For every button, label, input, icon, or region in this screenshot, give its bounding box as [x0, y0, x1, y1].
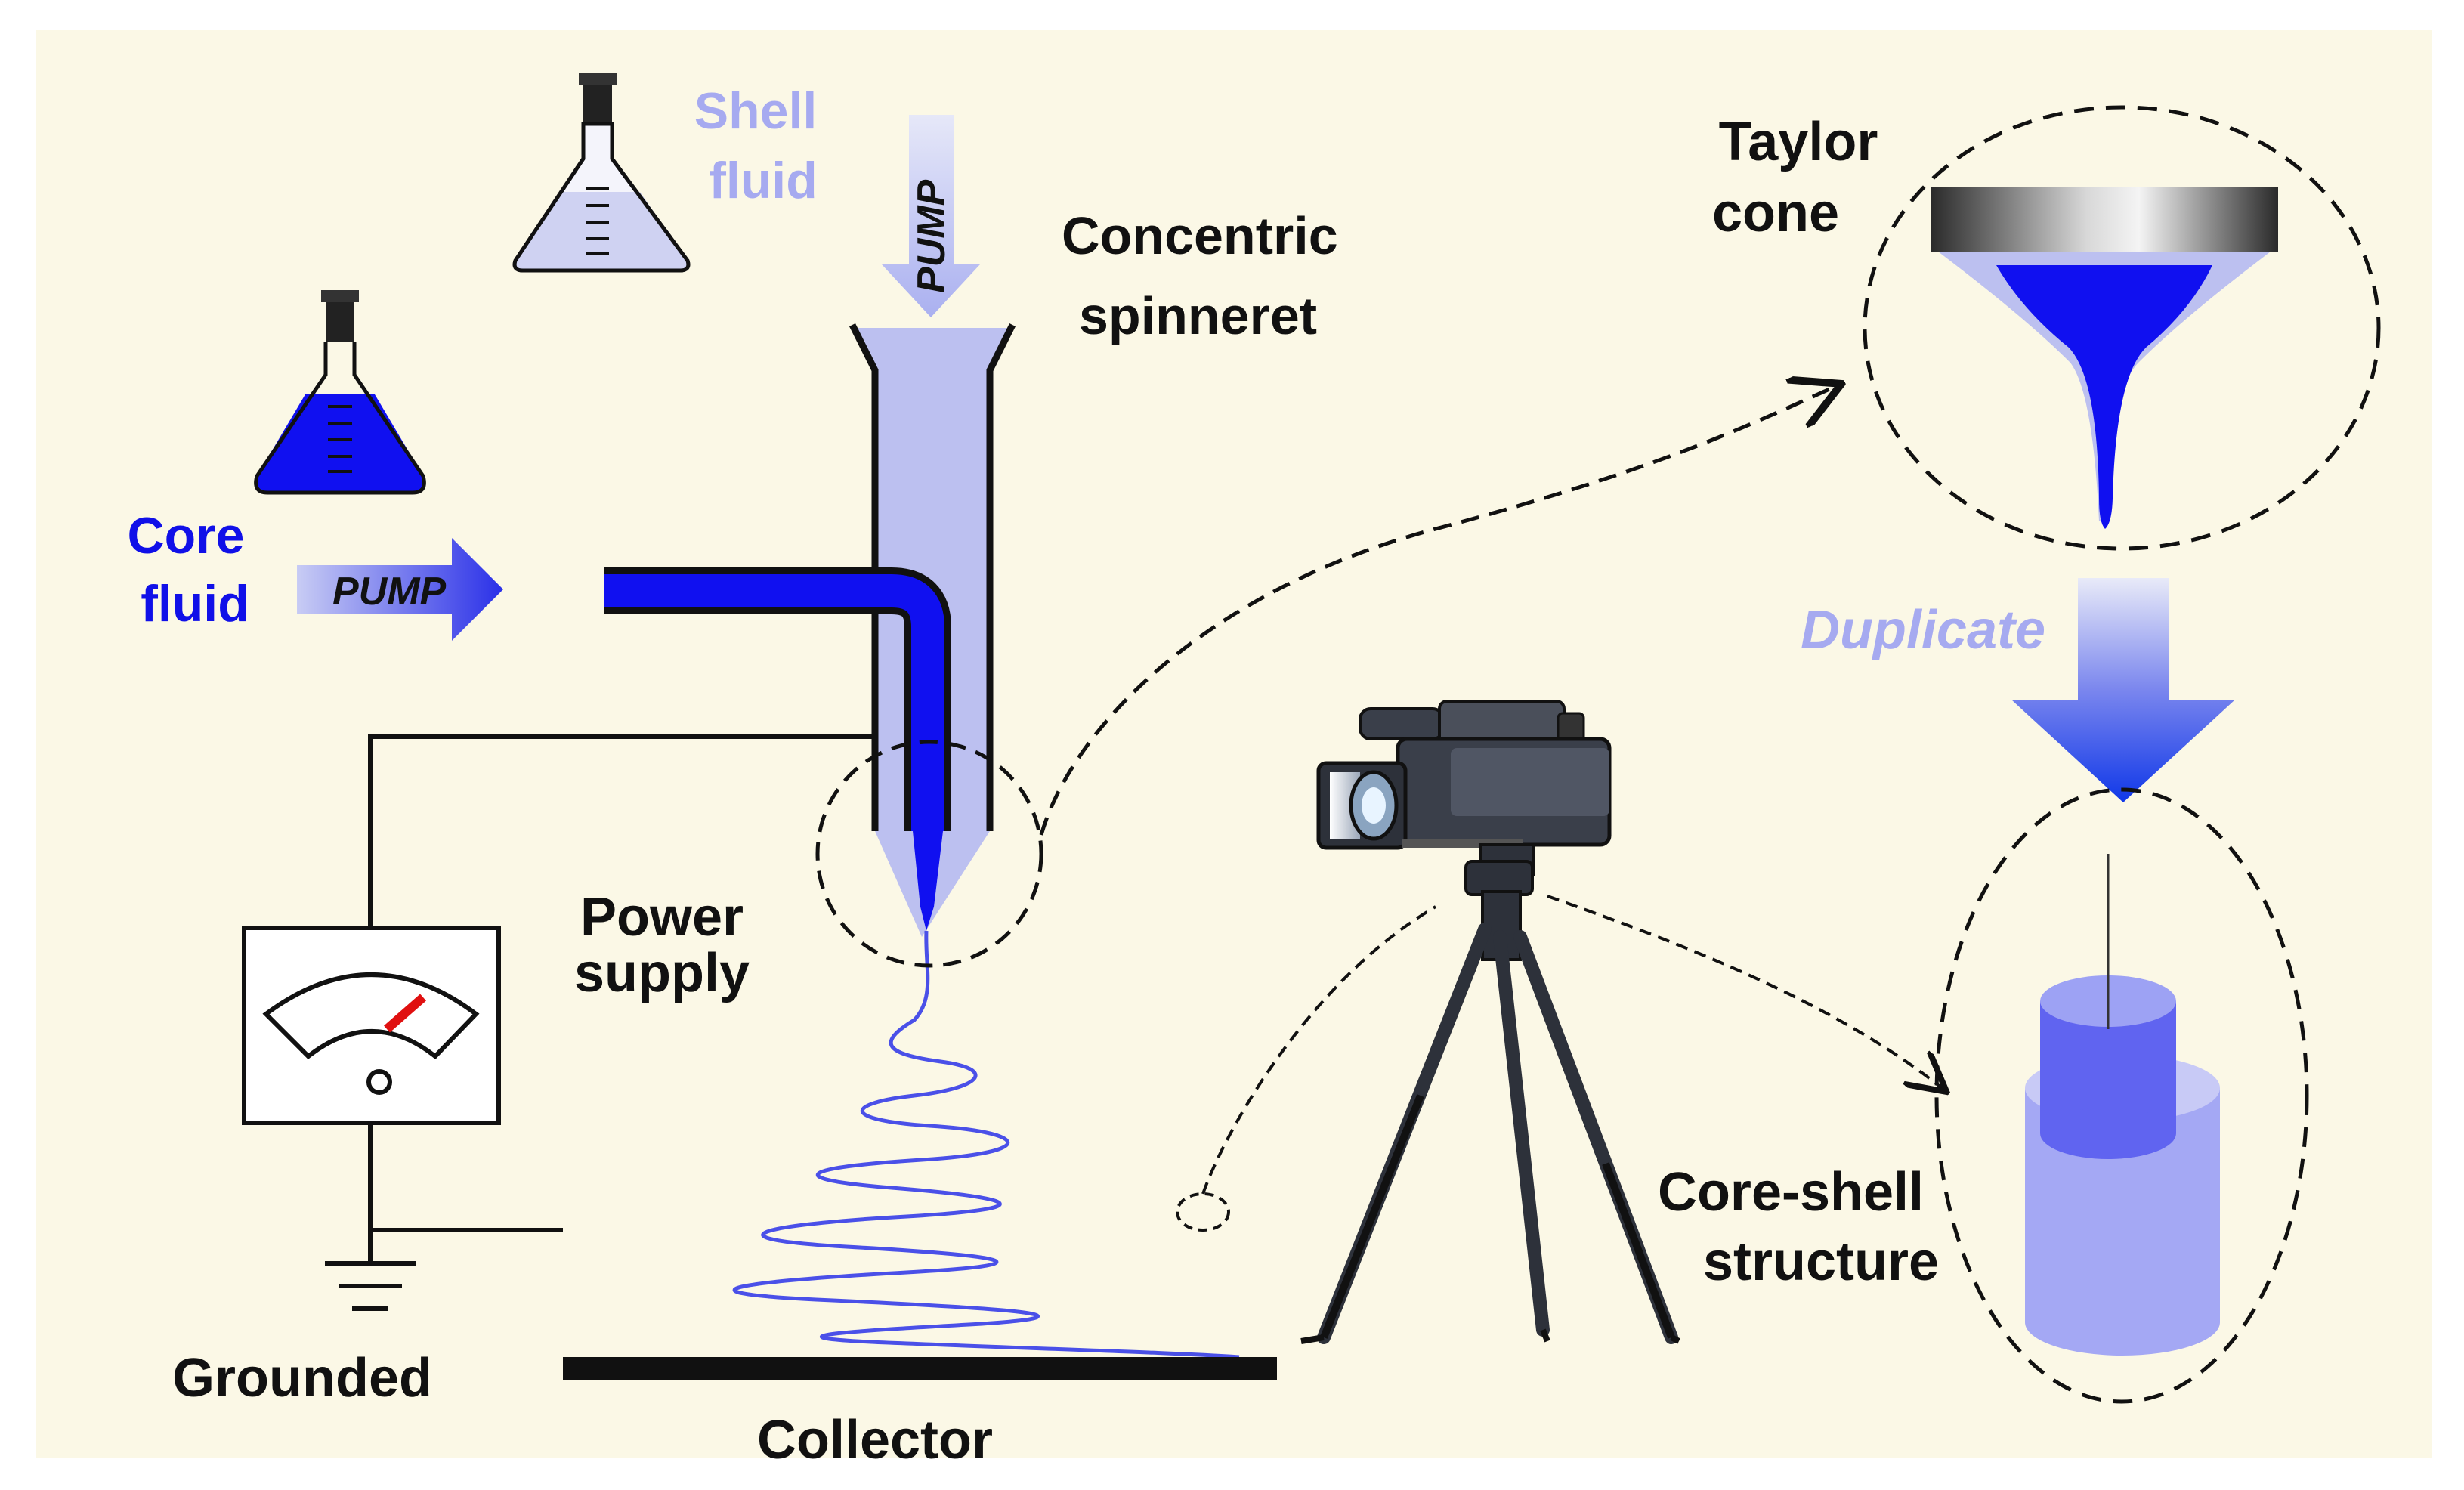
core-fluid-label-line2: fluid — [141, 575, 249, 632]
core-fluid-label-line1: Core — [128, 507, 245, 564]
core-pump-label: PUMP — [332, 570, 447, 614]
collector-magnify-ellipse — [1176, 1192, 1230, 1232]
core-pump-arrow: PUMP — [297, 538, 503, 641]
fiber-jet — [732, 930, 1240, 1359]
taylor-cone-label-line1: Taylor — [1719, 112, 1878, 172]
core-shell-label-line2: structure — [1703, 1232, 1939, 1292]
grounded-label: Grounded — [172, 1348, 432, 1408]
tripod-icon — [1300, 860, 1680, 1344]
power-meter-icon — [242, 926, 501, 1125]
core-shell-label-line1: Core-shell — [1658, 1162, 1924, 1223]
camera-to-structure-connector — [1547, 895, 1942, 1088]
core-shell-structure — [2025, 854, 2220, 1356]
shell-pump-arrow: PUMP — [882, 115, 980, 317]
ground-icon — [325, 1261, 416, 1311]
collector-plate — [563, 1357, 1277, 1380]
flask-icon — [512, 73, 691, 273]
taylor-cone-label-line2: cone — [1712, 183, 1839, 243]
shell-pump-label: PUMP — [910, 179, 954, 293]
flask-icon — [254, 290, 426, 495]
shell-fluid-label-line1: Shell — [694, 82, 818, 140]
spinneret-label-line2: spinneret — [1079, 286, 1317, 345]
collector-label: Collector — [757, 1410, 993, 1470]
duplicate-arrow — [2011, 578, 2235, 802]
core-shell-inset-ellipse — [1934, 787, 2309, 1404]
duplicate-label: Duplicate — [1801, 600, 2045, 660]
shell-fluid-label-line2: fluid — [709, 152, 818, 209]
tip-magnify-circle — [815, 740, 1043, 968]
taylor-zoom-connector — [1039, 387, 1835, 836]
concentric-spinneret — [604, 323, 1016, 937]
taylor-cone-inset-circle — [1863, 105, 2381, 551]
collector-to-camera-connector — [1201, 905, 1437, 1195]
circuit-wires — [368, 734, 875, 1263]
power-supply-label-line2: supply — [574, 943, 750, 1003]
spinneret-label-line1: Concentric — [1062, 206, 1338, 265]
power-supply-label-line1: Power — [580, 887, 744, 947]
taylor-cone — [1931, 187, 2278, 529]
